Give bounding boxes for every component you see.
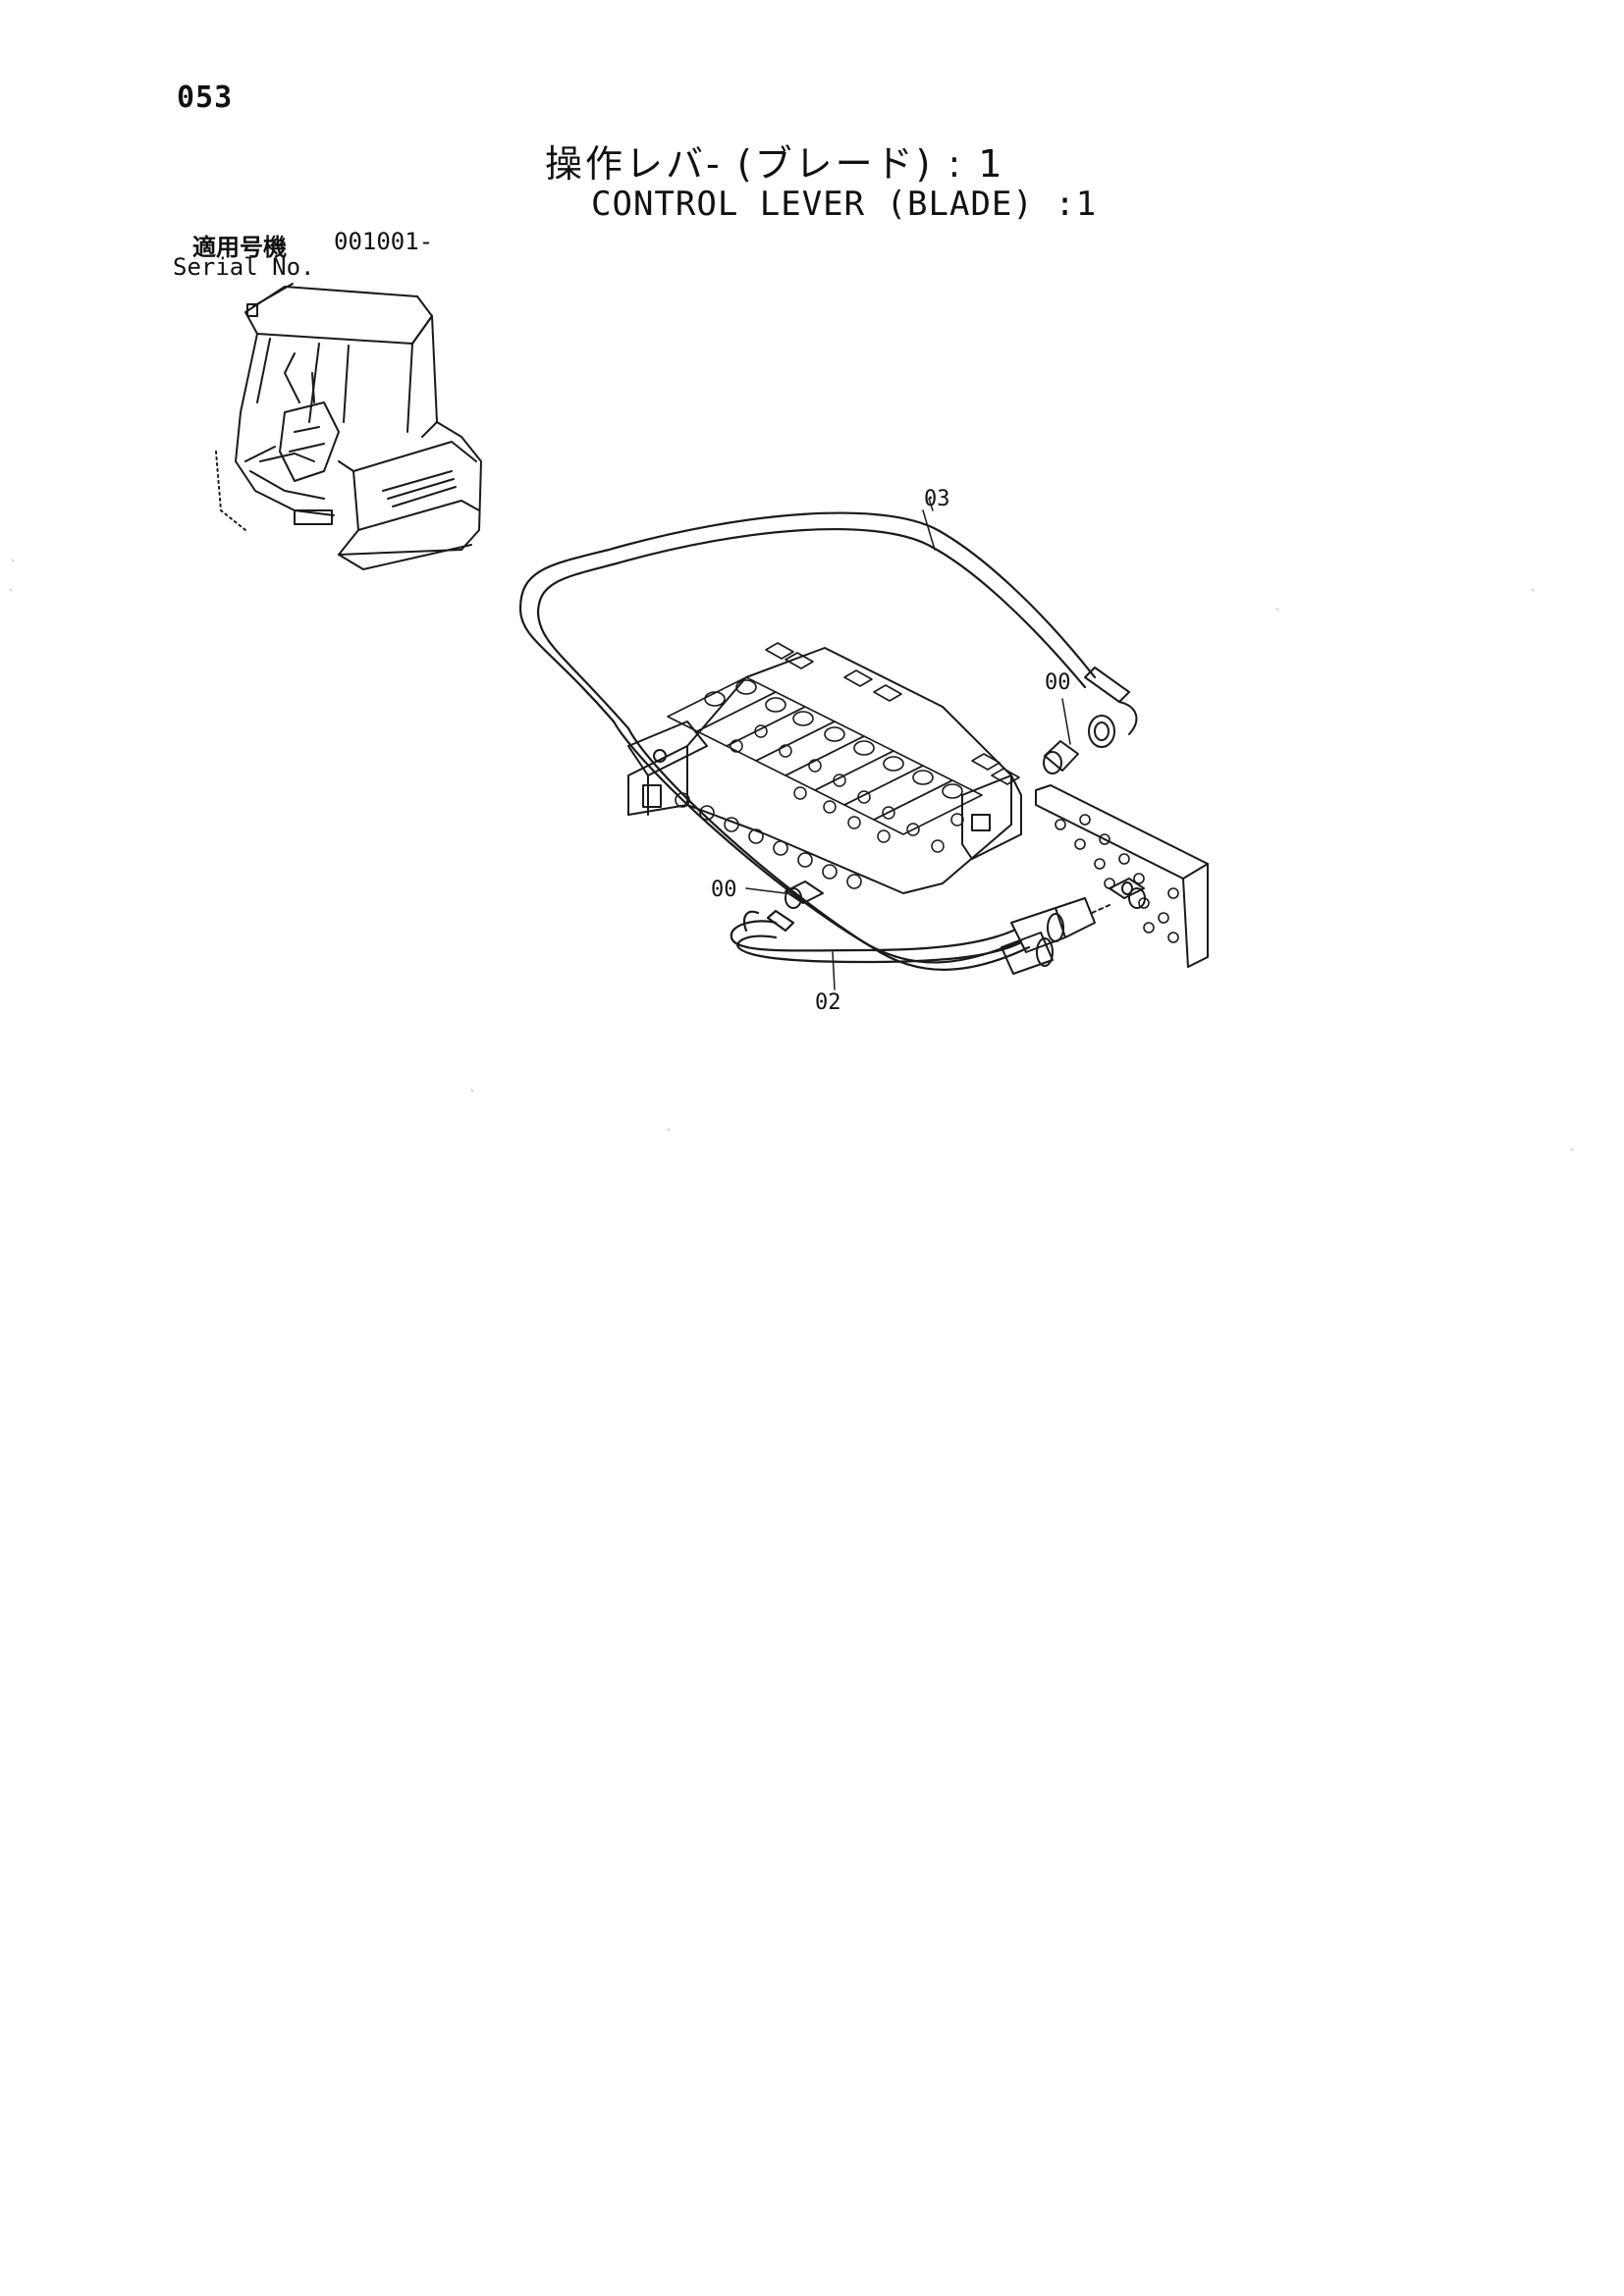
serial-range: 001001- bbox=[334, 228, 434, 255]
adapter-00-lower bbox=[745, 881, 824, 909]
scan-speckles bbox=[9, 559, 1574, 1151]
page-number: 053 bbox=[177, 80, 234, 115]
hose-03-end-fitting bbox=[1084, 667, 1138, 748]
excavator-cab-locator bbox=[215, 283, 482, 570]
hose-end-fittings-bracket bbox=[1001, 897, 1110, 975]
serial-label-english: Serial No. bbox=[173, 253, 315, 281]
page-title-japanese: 操作レバ- (ブレード) : 1 bbox=[545, 142, 1005, 186]
callout-02: 02 bbox=[815, 990, 841, 1015]
mounting-bracket-plate bbox=[1035, 784, 1209, 968]
hose-02 bbox=[730, 909, 1023, 990]
hose-03 bbox=[518, 498, 1097, 730]
callout-00-lower: 00 bbox=[711, 878, 737, 902]
page-title-english: CONTROL LEVER (BLADE) :1 bbox=[591, 185, 1098, 224]
serial-label-japanese: 適用号機 bbox=[192, 234, 287, 261]
callout-00-upper: 00 bbox=[1045, 670, 1071, 695]
hose-03-lower-run bbox=[612, 720, 1031, 971]
control-valve-block bbox=[627, 642, 1022, 894]
adapter-00-upper bbox=[1043, 698, 1079, 774]
